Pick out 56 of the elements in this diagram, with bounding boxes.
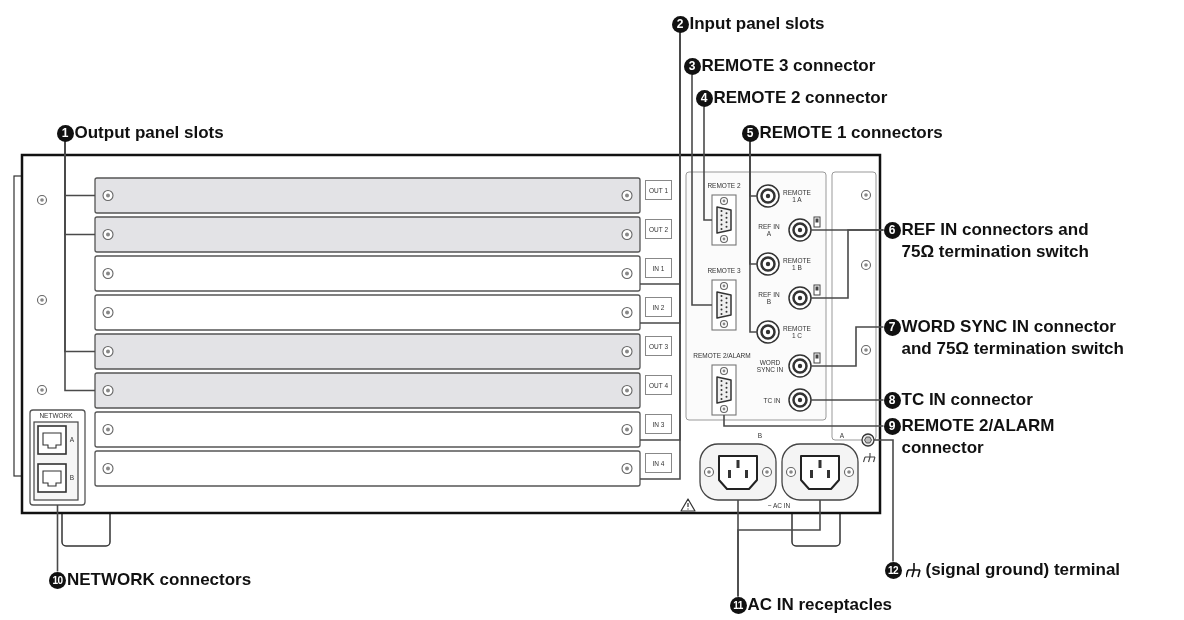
callout-number: 5 [741,124,759,142]
leader-line [691,73,713,306]
d-sub-connector [711,279,737,331]
slot-cover-panel [94,411,641,448]
d-sub-connector [711,194,737,246]
callout-number: 4 [695,89,713,107]
bnc-connector [788,218,812,242]
bnc-connector [788,354,812,378]
callout-label: REMOTE 2 connector [713,87,888,109]
callout-label: REMOTE 1 connectors [759,122,943,144]
callout-label: (signal ground) terminal [925,559,1121,581]
network-connector-module [29,409,86,506]
slot-cover-panel [94,372,641,409]
leader-line [737,499,821,598]
callout-label: REMOTE 3 connector [701,55,876,77]
leader-line [810,229,885,299]
callout-number: 7 [883,318,901,336]
callout-number: 2 [671,15,689,33]
leader-line [56,504,59,573]
callout-number: 11 [729,596,747,614]
callout-label: WORD SYNC IN connector and 75Ω termination switch [901,316,1125,360]
bnc-connector [788,388,812,412]
callout-label: Input panel slots [689,13,825,35]
slot-cover-panel [94,450,641,487]
bnc-connector [756,320,780,344]
leader-line [723,414,885,427]
callout-number: 12 [884,561,902,579]
callout-number: 6 [883,221,901,239]
slot-cover-panel [94,294,641,331]
callout-label: REMOTE 2/ALARM connector [901,415,1056,459]
leader-line [810,326,885,367]
callout-number: 9 [883,417,901,435]
ground-terminal [861,433,875,447]
bnc-connector [756,184,780,208]
slot-cover-panel [94,255,641,292]
bnc-connector [756,252,780,276]
callout-label: Output panel slots [74,122,224,144]
leader-line [873,439,894,563]
bnc-connector [788,286,812,310]
callout-label: NETWORK connectors [67,569,252,591]
slot-cover-panel [94,333,641,370]
leader-line [749,140,758,333]
callout-number: 8 [883,391,901,409]
callout-number: 3 [683,57,701,75]
slot-cover-panel [94,216,641,253]
slot-cover-panel [94,177,641,214]
callout-label: TC IN connector [901,389,1033,411]
callout-number: 1 [56,124,74,142]
d-sub-connector [711,364,737,416]
leader-line [703,105,713,221]
ac-inlet [699,443,777,501]
ac-inlet [781,443,859,501]
leader-line [810,399,885,401]
callout-number: 10 [49,571,66,589]
callout-label: AC IN receptacles [747,594,893,616]
callout-label: REF IN connectors and 75Ω termination switch [901,219,1090,263]
